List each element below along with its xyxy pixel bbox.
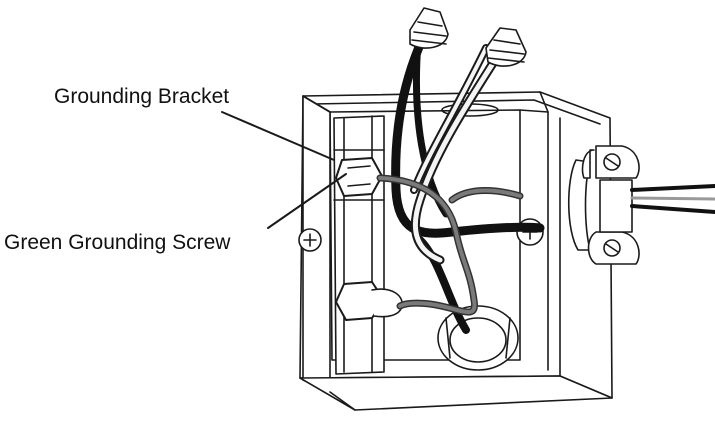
wire-nut-left — [409, 7, 449, 49]
bottom-fitting — [437, 305, 519, 371]
mounting-screw-left — [298, 228, 322, 252]
leader-line-bracket — [221, 111, 335, 161]
cable-clamp — [567, 145, 715, 265]
wires — [376, 35, 545, 334]
grounding-bracket — [333, 115, 385, 375]
leader-line-screw — [267, 173, 347, 229]
grounding-bracket-label: Grounding Bracket — [54, 85, 230, 108]
wire-nut-right — [485, 27, 527, 67]
green-grounding-screw — [335, 157, 383, 197]
green-grounding-screw-label: Green Grounding Screw — [4, 231, 231, 254]
bracket-screw-lower — [335, 281, 403, 321]
